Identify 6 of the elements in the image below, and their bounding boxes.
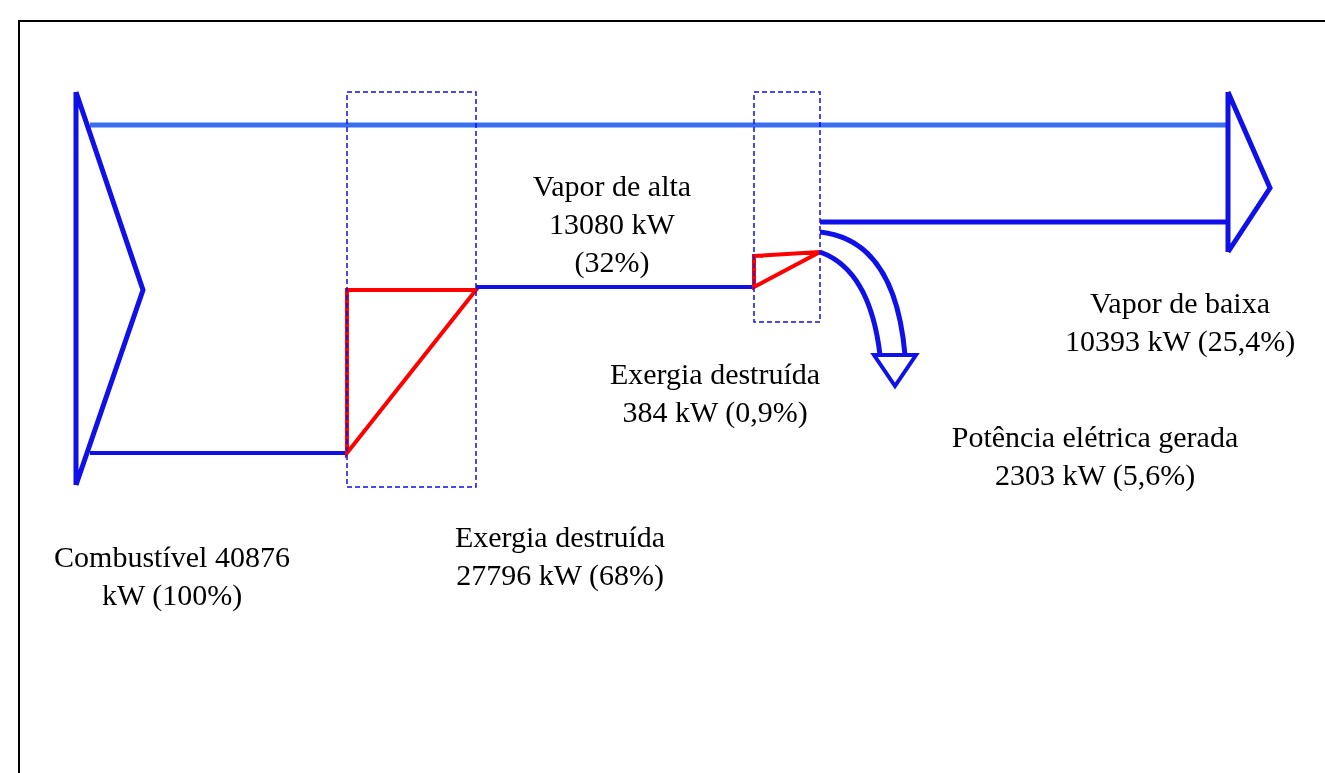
flow-label: Vapor de alta 13080 kW (32%) bbox=[531, 168, 693, 280]
flow-label: Exergia destruída 384 kW (0,9%) bbox=[608, 356, 822, 430]
flow-label: Combustível 40876 kW (100%) bbox=[53, 539, 291, 613]
flow-label: Potência elétrica gerada 2303 kW (5,6%) bbox=[950, 419, 1240, 493]
flow-label: Vapor de baixa 10393 kW (25,4%) bbox=[1063, 285, 1297, 359]
flow-label: Exergia destruída 27796 kW (68%) bbox=[453, 519, 667, 593]
